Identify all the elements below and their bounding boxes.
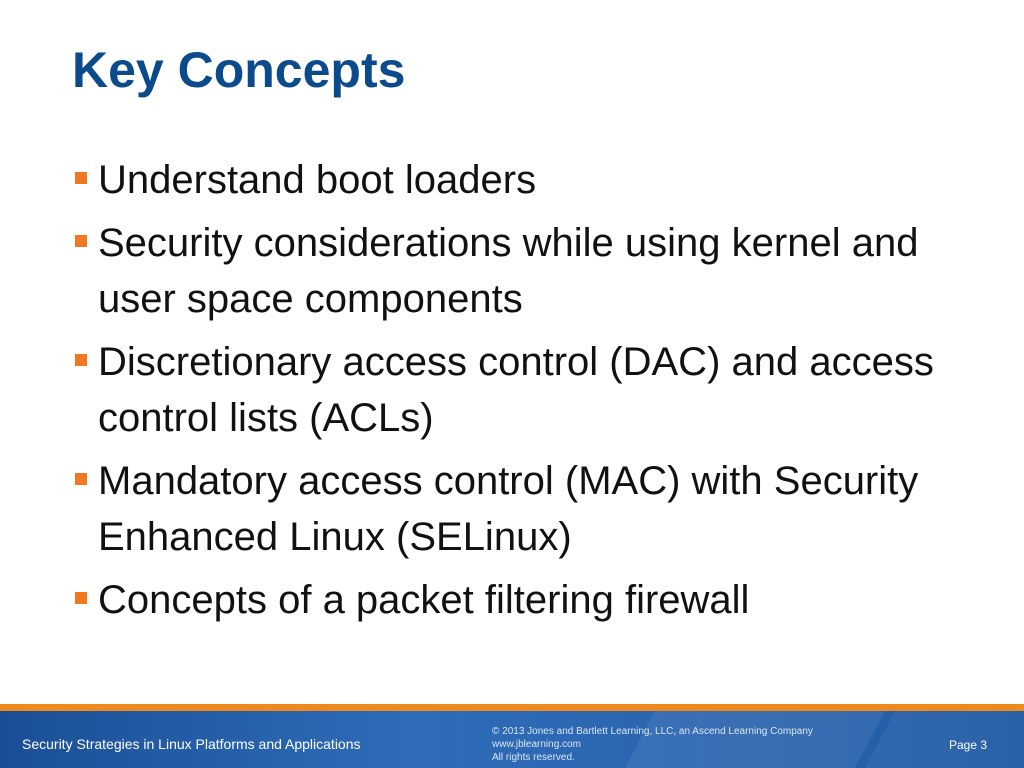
square-bullet-icon [75,592,87,604]
footer-background: Security Strategies in Linux Platforms a… [0,711,1024,768]
bullet-item: Security considerations while using kern… [72,215,972,327]
footer-accent-stripe [0,704,1024,711]
bullet-list: Understand boot loaders Security conside… [72,152,972,635]
footer-course-title: Security Strategies in Linux Platforms a… [22,736,361,752]
bullet-item: Discretionary access control (DAC) and a… [72,334,972,446]
footer-ribbon-decoration [864,711,1024,768]
square-bullet-icon [75,354,87,366]
bullet-text: Understand boot loaders [98,158,537,202]
rights-line: All rights reserved. [492,752,575,763]
bullet-text: Security considerations while using kern… [98,221,919,321]
publisher-url: www.jblearning.com [492,739,581,750]
bullet-item: Mandatory access control (MAC) with Secu… [72,453,972,565]
bullet-text: Discretionary access control (DAC) and a… [98,340,934,440]
slide-title: Key Concepts [72,42,406,98]
bullet-text: Concepts of a packet filtering firewall [98,578,750,622]
copyright-line: © 2013 Jones and Bartlett Learning, LLC,… [492,726,813,737]
page-number: Page 3 [949,738,988,752]
bullet-text: Mandatory access control (MAC) with Secu… [98,459,919,559]
square-bullet-icon [75,235,87,247]
bullet-item: Concepts of a packet filtering firewall [72,572,972,628]
bullet-item: Understand boot loaders [72,152,972,208]
footer-copyright: © 2013 Jones and Bartlett Learning, LLC,… [492,725,813,764]
footer-band: Security Strategies in Linux Platforms a… [0,704,1024,768]
square-bullet-icon [75,172,87,184]
square-bullet-icon [75,473,87,485]
